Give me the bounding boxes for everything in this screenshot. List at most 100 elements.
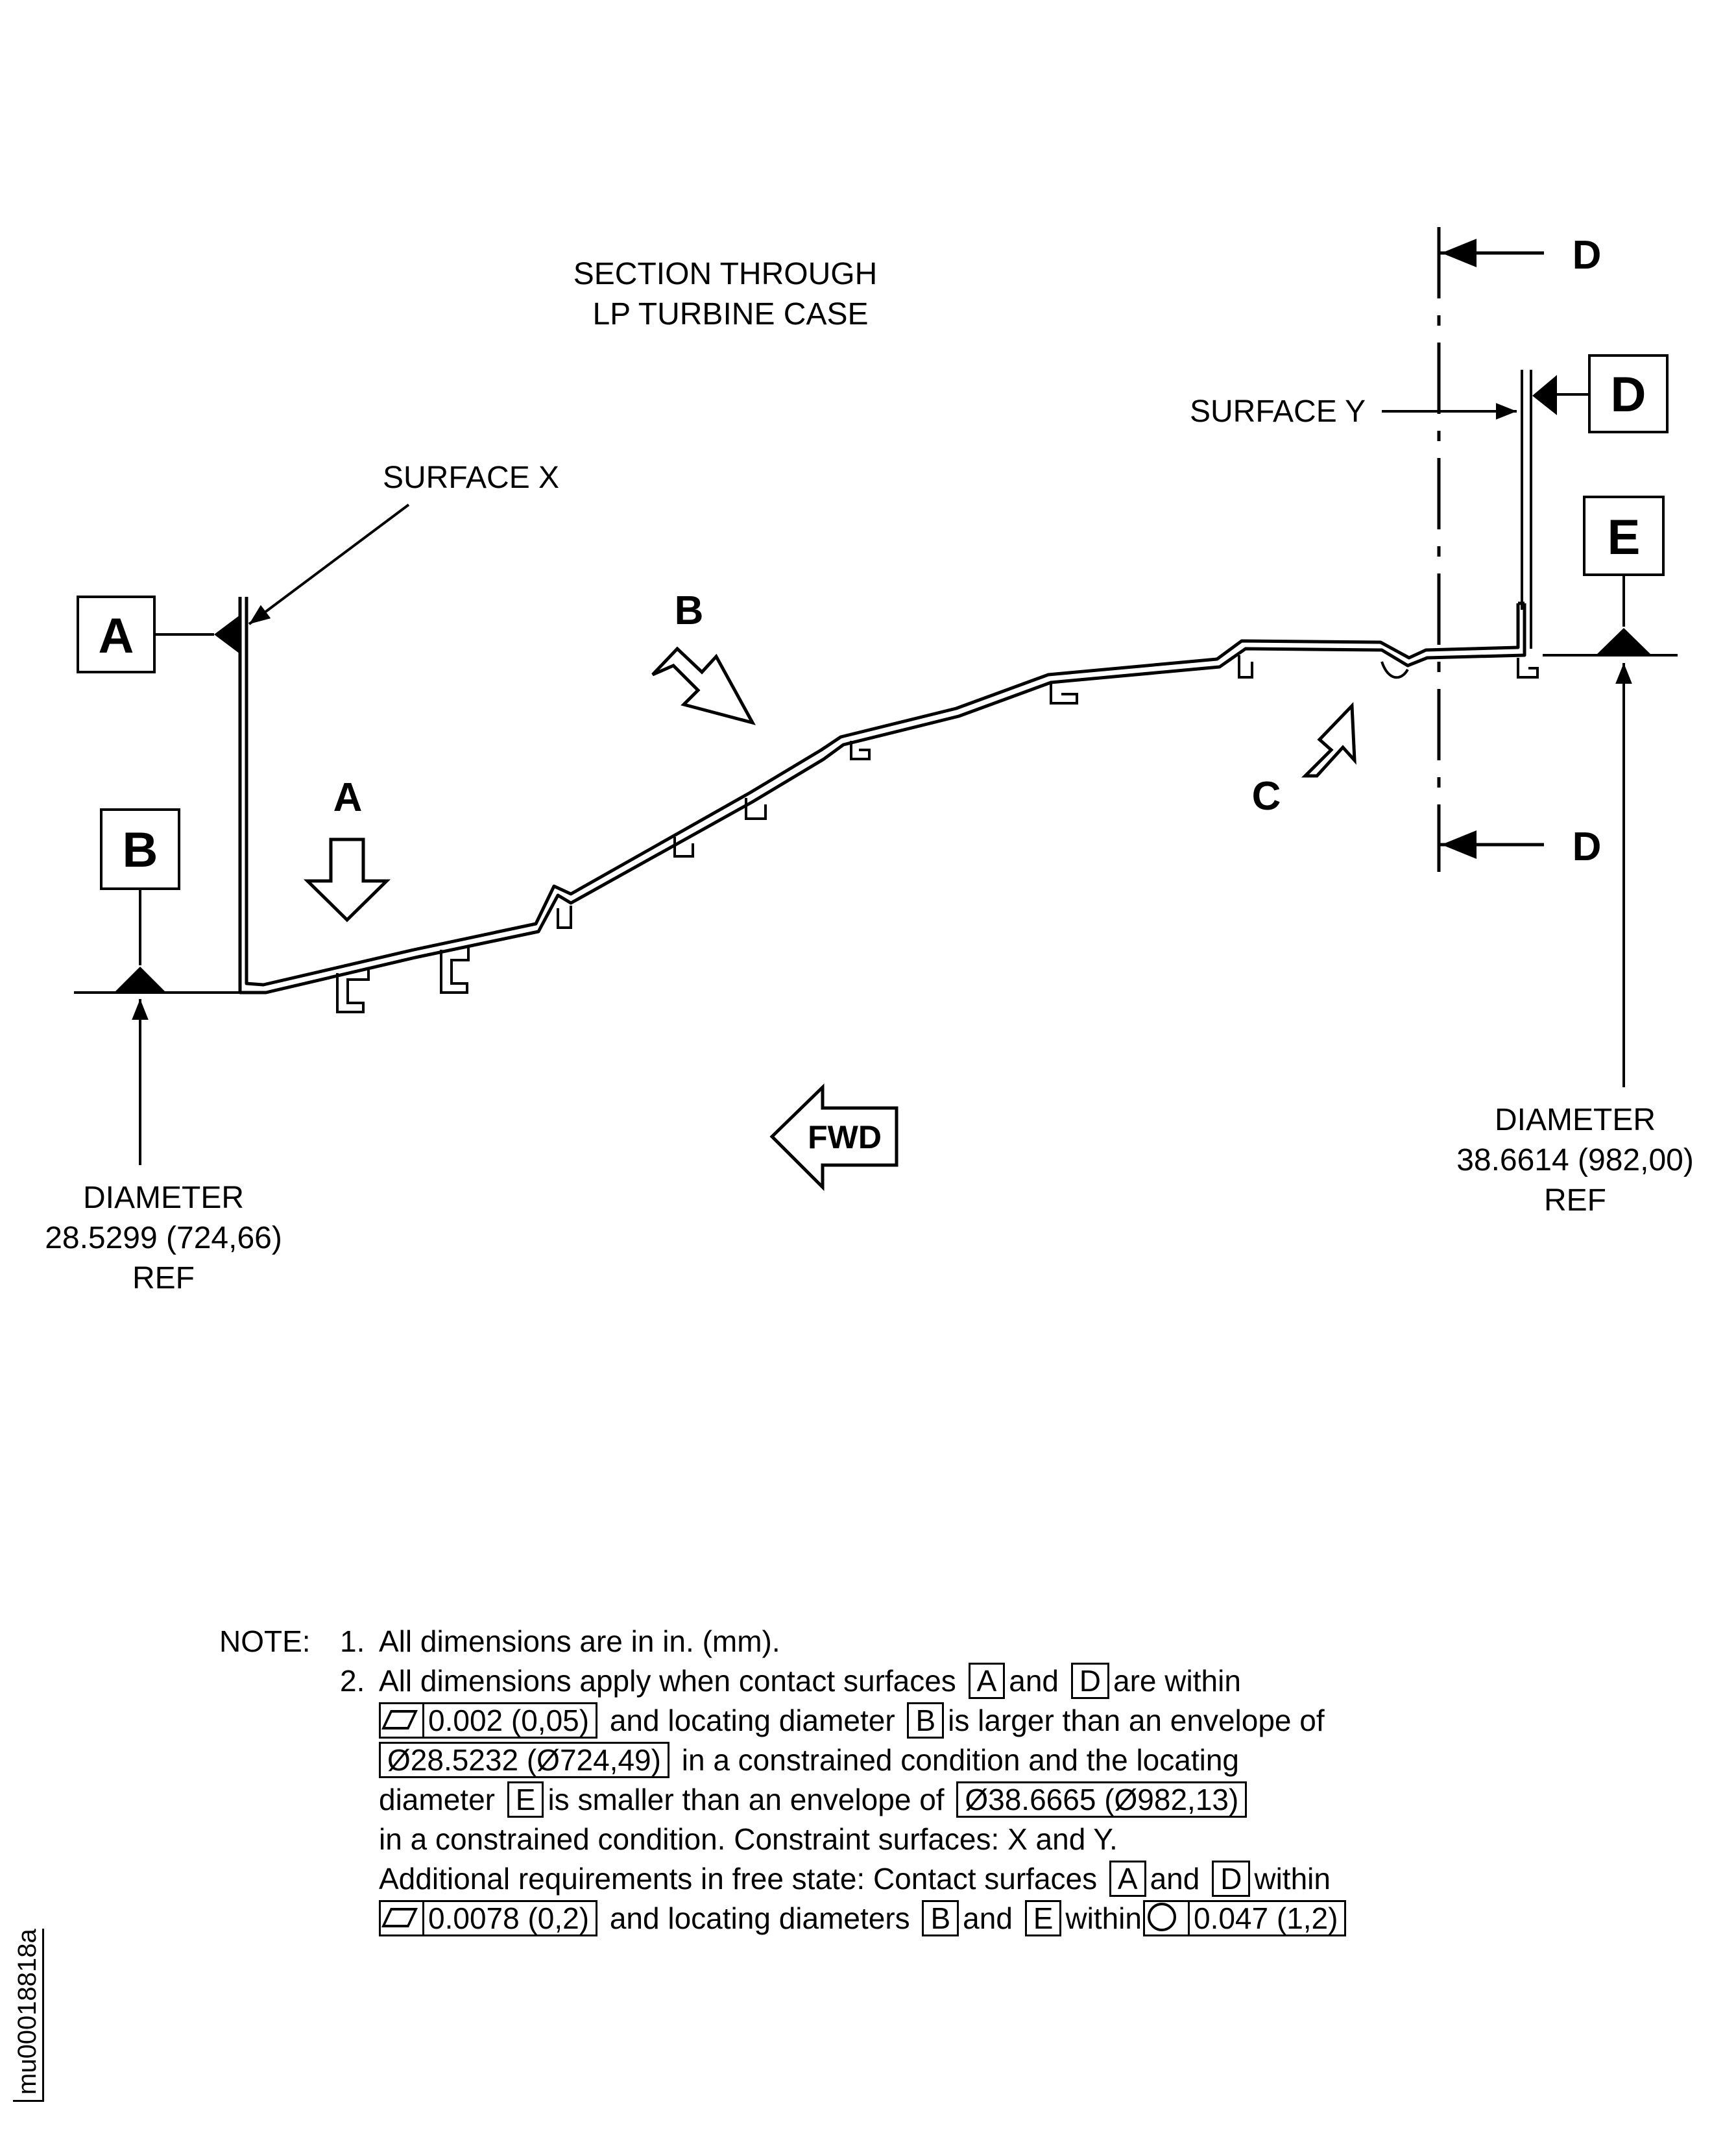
fwd-arrow-shape bbox=[769, 1083, 898, 1192]
datum-b: B bbox=[74, 808, 240, 1165]
surface-y-label: SURFACE Y bbox=[1190, 394, 1366, 429]
and-text-2: and bbox=[1150, 1862, 1200, 1896]
section-title-line1: SECTION THROUGH bbox=[573, 257, 877, 291]
note-2-text-f: diameter bbox=[379, 1783, 495, 1816]
diameter-right-line3: REF bbox=[1544, 1183, 1606, 1218]
hook-9 bbox=[1380, 661, 1409, 679]
case-profile-outer bbox=[238, 597, 1526, 994]
flatness-tolerance-value-2: 0.0078 (0,2) bbox=[428, 1901, 590, 1935]
hook-4 bbox=[673, 837, 694, 858]
datum-b-label: B bbox=[123, 823, 158, 878]
datum-a-label: A bbox=[99, 609, 134, 664]
datum-e-triangle bbox=[1596, 628, 1652, 655]
fwd-arrow: FWD bbox=[769, 1083, 898, 1192]
flatness-icon-2 bbox=[381, 1908, 418, 1927]
section-line-d: D D bbox=[1437, 227, 1602, 872]
section-top-arrow bbox=[1441, 239, 1477, 267]
diameter-right-line2: 38.6614 (982,00) bbox=[1456, 1143, 1694, 1177]
note-2-line3: Ø28.5232 (Ø724,49) in a constrained cond… bbox=[219, 1741, 1504, 1780]
note-2-text-j: within bbox=[1254, 1862, 1331, 1896]
datum-e-label: E bbox=[1608, 510, 1641, 565]
view-arrow-a-label: A bbox=[333, 775, 363, 820]
flatness-tolerance-frame-2: 0.0078 (0,2) bbox=[379, 1900, 598, 1936]
diameter-left-line3: REF bbox=[132, 1261, 195, 1295]
case-profile bbox=[238, 597, 1526, 994]
datum-ref-d: D bbox=[1070, 1663, 1110, 1699]
hook-6 bbox=[850, 741, 871, 760]
note-lead: NOTE: bbox=[219, 1624, 311, 1658]
view-arrow-b-shape bbox=[651, 646, 756, 725]
hook-10 bbox=[1517, 658, 1539, 679]
hook-1 bbox=[336, 969, 370, 1013]
datum-b-triangle bbox=[114, 967, 166, 993]
note-2-text-i: Additional requirements in free state: C… bbox=[379, 1862, 1098, 1896]
view-arrow-c-label: C bbox=[1252, 774, 1281, 819]
datum-d-box bbox=[1588, 354, 1669, 433]
section-title-line2: LP TURBINE CASE bbox=[592, 297, 868, 331]
diameter-left-line1: DIAMETER bbox=[83, 1181, 244, 1215]
notes-block: NOTE: 1. All dimensions are in in. (mm).… bbox=[219, 1622, 1504, 1938]
note-2-text-l: within bbox=[1065, 1901, 1142, 1935]
hook-7 bbox=[1050, 682, 1078, 705]
and-text: and bbox=[1009, 1664, 1059, 1698]
note-2-text-e: in a constrained condition and the locat… bbox=[681, 1743, 1239, 1777]
fwd-label: FWD bbox=[808, 1119, 882, 1155]
view-arrow-a: A bbox=[303, 775, 391, 922]
view-arrow-b-label: B bbox=[675, 588, 704, 633]
note-2-number: 2. bbox=[340, 1664, 365, 1698]
and-text-3: and bbox=[963, 1901, 1013, 1935]
hook-2 bbox=[440, 946, 470, 994]
note-2-text-a: All dimensions apply when contact surfac… bbox=[379, 1664, 956, 1698]
datum-ref-d-2: D bbox=[1212, 1861, 1251, 1897]
case-profile-inner bbox=[245, 597, 1520, 987]
datum-d-triangle bbox=[1532, 375, 1557, 415]
datum-ref-e: E bbox=[507, 1781, 544, 1818]
circularity-tolerance-value: 0.047 (1,2) bbox=[1193, 1901, 1338, 1935]
hook-5 bbox=[745, 798, 767, 820]
flatness-icon bbox=[381, 1710, 418, 1729]
datum-ref-a: A bbox=[968, 1663, 1006, 1699]
datum-e: E bbox=[1543, 496, 1678, 1087]
note-2-text-h: in a constrained condition. Constraint s… bbox=[379, 1822, 1118, 1856]
section-top-label: D bbox=[1573, 233, 1602, 278]
datum-ref-b-2: B bbox=[922, 1900, 959, 1936]
surface-x-leader bbox=[248, 503, 410, 625]
datum-a-triangle bbox=[214, 615, 240, 654]
note-1-text: All dimensions are in in. (mm). bbox=[379, 1624, 780, 1658]
datum-ref-b: B bbox=[907, 1702, 945, 1739]
diameter-left-line2: 28.5299 (724,66) bbox=[45, 1221, 282, 1255]
note-2-text-d: is larger than an envelope of bbox=[948, 1704, 1325, 1737]
figure-id: mu00018818a bbox=[13, 1929, 44, 2102]
section-bottom-arrow bbox=[1441, 830, 1477, 859]
datum-a: A bbox=[77, 596, 240, 673]
note-2-line5: in a constrained condition. Constraint s… bbox=[219, 1820, 1504, 1859]
datum-d-label: D bbox=[1611, 367, 1646, 422]
note-2-text-b: are within bbox=[1113, 1664, 1241, 1698]
datum-ref-e-2: E bbox=[1024, 1900, 1062, 1936]
hook-3 bbox=[557, 906, 572, 929]
view-arrow-a-shape bbox=[303, 838, 391, 922]
diameter-right-line1: DIAMETER bbox=[1495, 1103, 1656, 1137]
hook-8 bbox=[1238, 655, 1253, 679]
envelope-b-frame: Ø28.5232 (Ø724,49) bbox=[379, 1742, 669, 1778]
surface-x-label: SURFACE X bbox=[383, 461, 559, 495]
datum-ref-a-2: A bbox=[1109, 1861, 1146, 1897]
circularity-tolerance-frame: 0.047 (1,2) bbox=[1142, 1900, 1347, 1936]
view-arrow-c-shape bbox=[1301, 702, 1356, 778]
flatness-tolerance-frame: 0.002 (0,05) bbox=[379, 1702, 598, 1739]
note-2-text-k: and locating diameters bbox=[609, 1901, 910, 1935]
circularity-icon bbox=[1147, 1903, 1176, 1931]
note-2-text-c: and locating diameter bbox=[609, 1704, 895, 1737]
note-1-number: 1. bbox=[340, 1624, 365, 1658]
note-2-line1: 2. All dimensions apply when contact sur… bbox=[219, 1661, 1504, 1701]
flatness-tolerance-value: 0.002 (0,05) bbox=[428, 1704, 590, 1737]
section-bottom-label: D bbox=[1573, 825, 1602, 869]
case-hooks bbox=[336, 655, 1539, 1013]
datum-d: D bbox=[1532, 354, 1669, 433]
note-1: NOTE: 1. All dimensions are in in. (mm). bbox=[219, 1622, 1504, 1661]
view-arrow-c: C bbox=[1252, 702, 1356, 819]
